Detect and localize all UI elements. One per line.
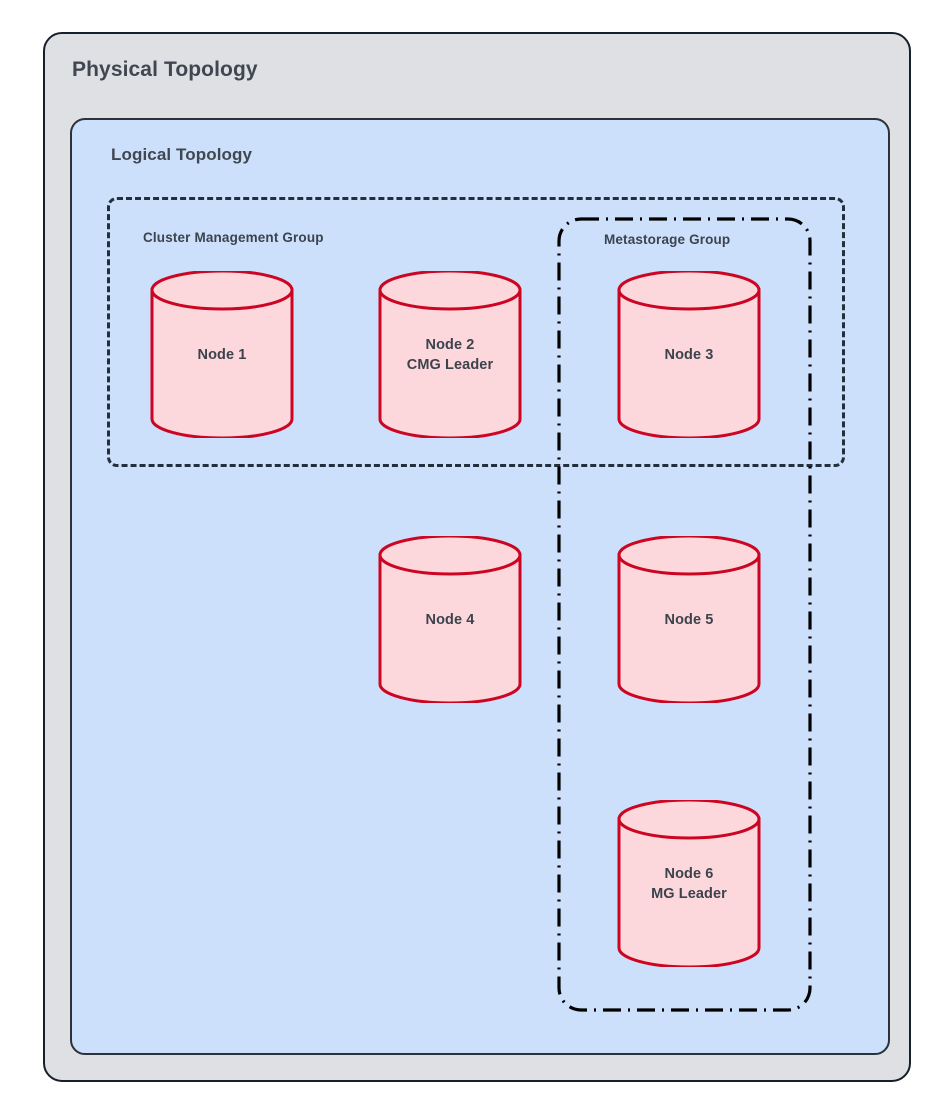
- metastorage-group-label: Metastorage Group: [604, 232, 731, 247]
- node-cylinder-1[interactable]: Node 1: [149, 271, 295, 438]
- cylinder-icon: [378, 271, 522, 438]
- node-cylinder-3[interactable]: Node 3: [616, 271, 762, 438]
- node-label-5: Node 5: [664, 611, 714, 628]
- cylinder-icon: [617, 800, 761, 967]
- cluster-management-group-boundary: [107, 197, 845, 467]
- logical-topology-title: Logical Topology: [111, 145, 253, 164]
- physical-topology-title: Physical Topology: [72, 58, 258, 81]
- node-cylinder-5[interactable]: Node 5: [616, 536, 762, 703]
- node-label-3: Node 3: [664, 346, 714, 363]
- node-label-2: Node 2 CMG Leader: [406, 336, 494, 373]
- cylinder-icon: [150, 271, 294, 438]
- cylinder-icon: [378, 536, 522, 703]
- node-label-6: Node 6 MG Leader: [651, 865, 727, 902]
- cylinder-icon: [617, 271, 761, 438]
- node-cylinder-2[interactable]: Node 2 CMG Leader: [377, 271, 523, 438]
- cylinder-icon: [617, 536, 761, 703]
- node-cylinder-4[interactable]: Node 4: [377, 536, 523, 703]
- cluster-management-group-label: Cluster Management Group: [143, 230, 324, 245]
- node-cylinder-6[interactable]: Node 6 MG Leader: [616, 800, 762, 967]
- node-label-4: Node 4: [425, 611, 475, 628]
- node-label-1: Node 1: [197, 346, 247, 363]
